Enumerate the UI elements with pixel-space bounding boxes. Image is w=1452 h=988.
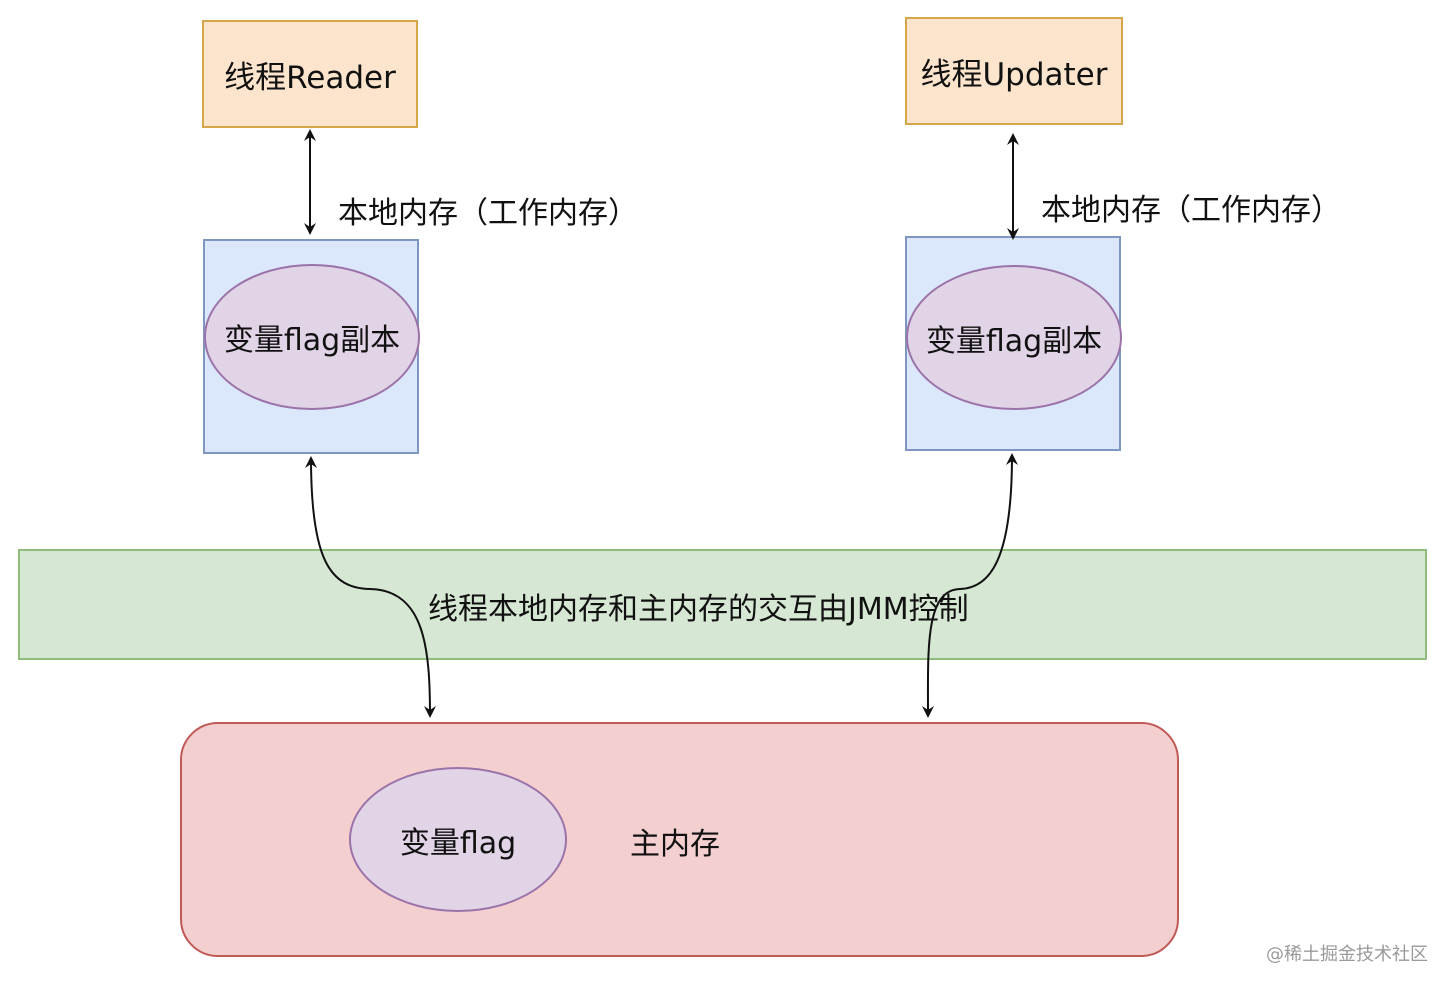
main-memory-label: 主内存: [630, 827, 720, 862]
updater-flag-copy-ellipse: 变量flag副本: [906, 265, 1122, 410]
thread-updater-label: 线程Updater: [920, 56, 1108, 93]
thread-reader-box: 线程Reader: [202, 20, 418, 128]
jmm-band-label: 线程本地内存和主内存的交互由JMM控制: [428, 592, 969, 627]
main-memory-box: [180, 722, 1179, 957]
reader-flag-copy-ellipse: 变量flag副本: [204, 264, 420, 410]
main-flag-ellipse: 变量flag: [349, 767, 567, 912]
reader-flag-copy-label: 变量flag副本: [223, 323, 401, 358]
jmm-band: [18, 549, 1427, 660]
main-flag-label: 变量flag: [399, 825, 517, 861]
watermark: @稀土掘金技术社区: [1266, 944, 1428, 965]
updater-local-memory-label: 本地内存（工作内存）: [1041, 193, 1341, 228]
reader-local-memory-label: 本地内存（工作内存）: [338, 196, 638, 231]
thread-reader-label: 线程Reader: [224, 59, 396, 96]
updater-flag-copy-label: 变量flag副本: [925, 323, 1103, 359]
thread-updater-box: 线程Updater: [905, 17, 1123, 125]
